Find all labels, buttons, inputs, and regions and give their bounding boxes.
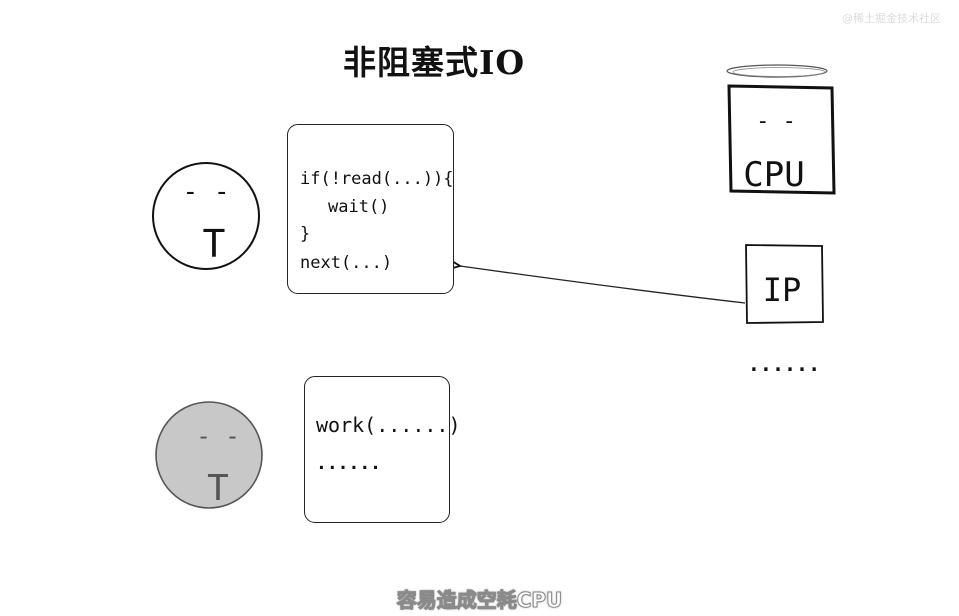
active-code-box: if(!read(...)){ wait() } next(...) xyxy=(287,124,454,294)
io-arrow xyxy=(447,258,746,304)
halo-inner xyxy=(732,67,826,77)
code-line: next(...) xyxy=(300,253,393,273)
active-worker-face: - - T xyxy=(152,162,260,270)
ip-box xyxy=(745,244,824,324)
cpu-node: - - CPU xyxy=(726,64,836,195)
ip-label: IP xyxy=(763,271,802,309)
face-outline xyxy=(152,162,260,270)
cpu-label: CPU xyxy=(743,155,804,195)
watermark: @稀土掘金技术社区 xyxy=(842,12,941,25)
idle-code-box: work(......) ...... xyxy=(304,376,461,523)
code-line: if(!read(...)){ xyxy=(300,169,454,189)
face-eyes: - - xyxy=(196,422,239,450)
page-title: 非阻塞式IO xyxy=(343,43,526,82)
code-line: work(......) xyxy=(316,413,461,437)
code-line: } xyxy=(300,224,311,244)
face-outline xyxy=(155,401,263,509)
code-line: wait() xyxy=(328,197,390,217)
code-line: ...... xyxy=(316,453,382,474)
ip-node: IP xyxy=(745,244,824,324)
face-mouth: T xyxy=(203,222,226,266)
face-mouth: T xyxy=(207,468,229,509)
idle-worker-face: - - T xyxy=(155,401,263,509)
caption: 容易造成空耗CPU xyxy=(396,588,563,613)
cpu-box xyxy=(727,84,836,195)
halo-icon xyxy=(726,64,828,78)
face-eyes: - - xyxy=(183,177,230,207)
cpu-eyes: - - xyxy=(756,109,796,134)
more-resources-label: ...... xyxy=(748,352,820,376)
